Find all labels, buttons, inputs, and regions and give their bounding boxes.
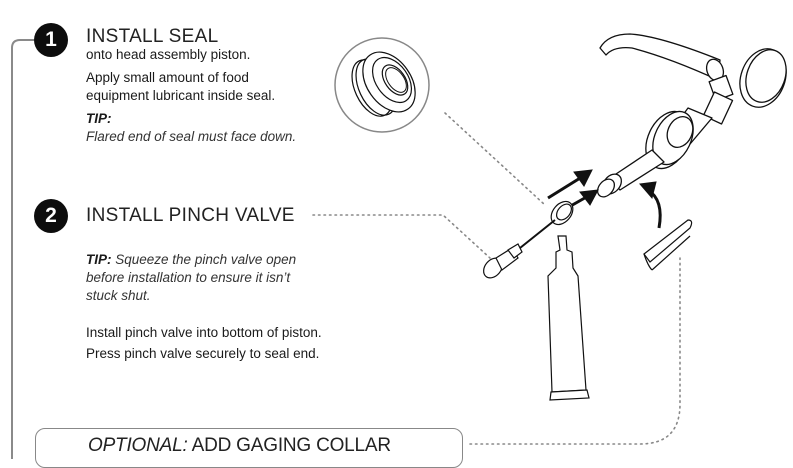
lubricant-tube <box>547 235 590 401</box>
seal-part <box>550 200 574 226</box>
step-1-title: INSTALL SEAL <box>86 26 219 47</box>
step-1-subtitle: onto head assembly piston. <box>86 47 251 62</box>
step-2-instruction-line: Install pinch valve into bottom of pisto… <box>86 325 322 340</box>
leader-seal <box>444 112 546 206</box>
optional-label: OPTIONAL: ADD GAGING COLLAR <box>88 435 391 457</box>
step-2-badge: 2 <box>34 199 68 233</box>
tip-label: TIP: <box>86 252 112 267</box>
pinch-valve-part <box>483 219 556 279</box>
optional-title: ADD GAGING COLLAR <box>187 435 392 456</box>
step-2-title: INSTALL PINCH VALVE <box>86 205 295 226</box>
step-1-badge: 1 <box>34 23 68 57</box>
step-1-number: 1 <box>45 28 57 51</box>
step-bracket-line <box>11 39 34 459</box>
step-2-instruction-line: Press pinch valve securely to seal end. <box>86 346 320 361</box>
leader-gaging-collar <box>469 257 681 445</box>
optional-gaging-collar-box: OPTIONAL: ADD GAGING COLLAR <box>35 428 463 468</box>
tip-text: Squeeze the pinch valve open <box>111 252 297 267</box>
tip-text: before installation to ensure it isn’t <box>86 270 291 285</box>
tip-text: Flared end of seal must face down. <box>86 129 297 144</box>
leader-pinch-valve <box>312 214 491 259</box>
gaging-collar-part <box>643 219 693 271</box>
seal-detail-callout <box>334 37 430 133</box>
tip-label: TIP: <box>86 111 112 126</box>
step-1-instruction-line: Apply small amount of food <box>86 70 249 85</box>
step-2-tip: TIP: Squeeze the pinch valve open before… <box>86 251 296 305</box>
step-1-instructions: Apply small amount of food equipment lub… <box>86 69 275 105</box>
pump-head-assembly <box>596 33 787 198</box>
optional-prefix: OPTIONAL: <box>88 435 188 456</box>
step-1-tip: TIP: Flared end of seal must face down. <box>86 110 296 146</box>
tip-text: stuck shut. <box>86 288 151 303</box>
step-2-instructions: Install pinch valve into bottom of pisto… <box>86 322 322 364</box>
step-1-instruction-line: equipment lubricant inside seal. <box>86 88 276 103</box>
step-2-number: 2 <box>45 204 57 227</box>
